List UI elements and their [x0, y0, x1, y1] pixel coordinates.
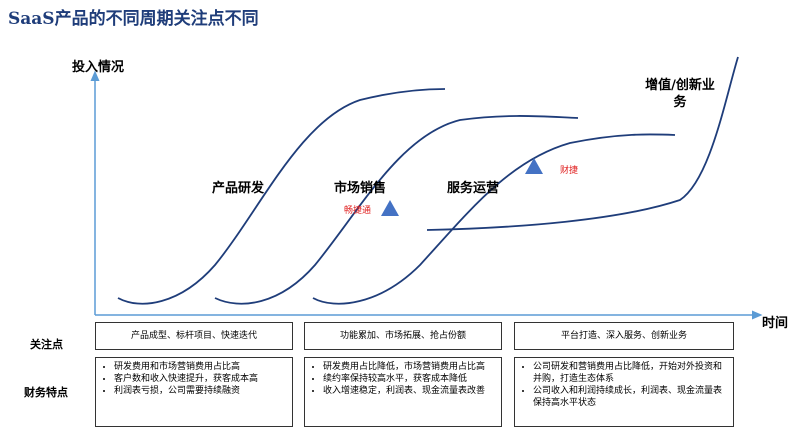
list-item: 收入增速稳定，利润表、现金流量表改善 — [323, 385, 495, 397]
curve-innovation — [426, 56, 739, 231]
row-label-focus: 关注点 — [30, 338, 63, 351]
marker-label-chanjet: 畅捷通 — [344, 206, 372, 216]
focus-box-3: 平台打造、深入服务、创新业务 — [514, 322, 734, 350]
marker-triangle-chanjet — [381, 200, 399, 216]
finance-box-1: 研发费用和市场营销费用占比高 客户数和收入快速提升，获客成本高 利润表亏损，公司… — [95, 357, 293, 427]
stage-product-rd: 产品研发 — [212, 181, 265, 196]
marker-triangle-intuit — [525, 158, 543, 174]
stage-service-ops: 服务运营 — [447, 181, 500, 196]
focus-box-2: 功能累加、市场拓展、抢占份额 — [304, 322, 502, 350]
finance-box-3: 公司研发和营销费用占比降低，开始对外投资和并购，打造生态体系 公司收入和利润持续… — [514, 357, 734, 427]
page-title: SaaS产品的不同周期关注点不同 — [8, 9, 259, 29]
x-axis-label: 时间 — [762, 316, 789, 331]
row-label-finance: 财务特点 — [24, 386, 68, 399]
curve-service-ops — [312, 133, 676, 305]
list-item: 利润表亏损，公司需要持续融资 — [114, 385, 286, 397]
finance-box-2: 研发费用占比降低，市场营销费用占比高 续约率保持较高水平，获客成本降低 收入增速… — [304, 357, 502, 427]
stage-market-sales: 市场销售 — [334, 181, 387, 196]
list-item: 研发费用和市场营销费用占比高 — [114, 361, 286, 373]
list-item: 公司收入和利润持续成长，利润表、现金流量表保持高水平状态 — [533, 385, 727, 409]
list-item: 公司研发和营销费用占比降低，开始对外投资和并购，打造生态体系 — [533, 361, 727, 385]
y-axis-label: 投入情况 — [72, 60, 125, 75]
focus-box-1: 产品成型、标杆项目、快速迭代 — [95, 322, 293, 350]
stage-innovation: 增值/创新业务 — [645, 78, 715, 110]
list-item: 研发费用占比降低，市场营销费用占比高 — [323, 361, 495, 373]
marker-label-intuit: 财捷 — [560, 166, 579, 176]
curve-product-rd — [117, 88, 446, 305]
list-item: 客户数和收入快速提升，获客成本高 — [114, 373, 286, 385]
curve-market-sales — [214, 115, 579, 305]
list-item: 续约率保持较高水平，获客成本降低 — [323, 373, 495, 385]
